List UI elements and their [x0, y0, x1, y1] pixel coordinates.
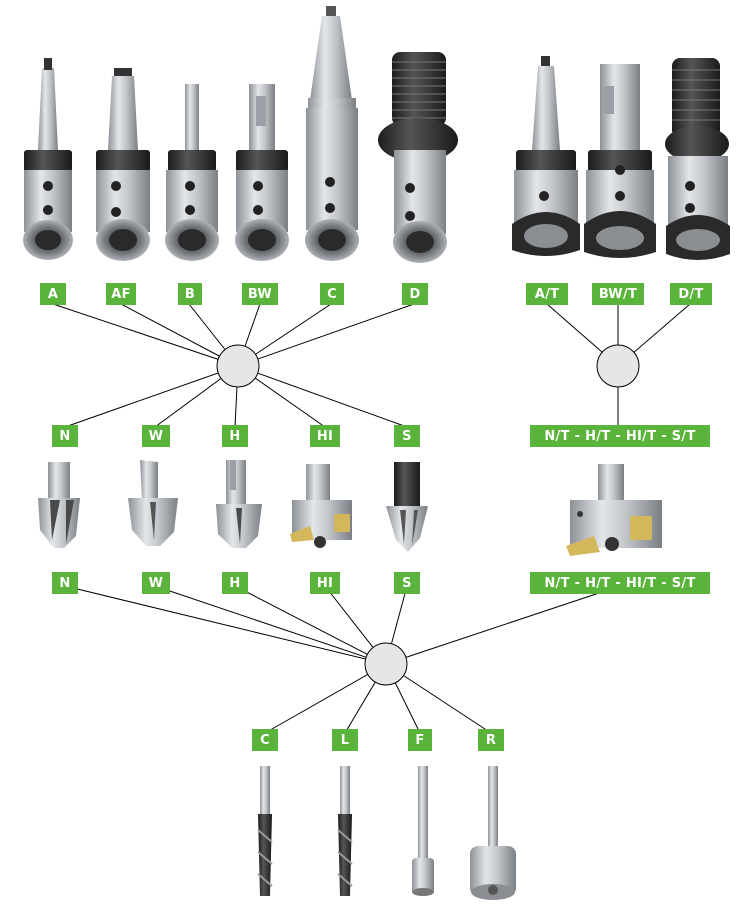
label-cutter-w-lower: W [142, 572, 170, 594]
label-cutter-n: N [52, 425, 78, 447]
adapter-bw-image [235, 84, 289, 261]
pilot-l-image [337, 766, 353, 896]
label-cutter-quick-change-lower: N/T - H/T - HI/T - S/T [530, 572, 710, 594]
cutter-hub [364, 642, 408, 686]
pilot-c-image [257, 766, 273, 896]
adapter-hub [216, 344, 260, 388]
label-cutter-s-lower: S [394, 572, 420, 594]
adapter-b-image [165, 84, 219, 261]
quick-change-hub [596, 344, 640, 388]
cutter-w-image [128, 460, 178, 546]
cutter-hi-image [290, 464, 352, 548]
label-pilot-l: L [332, 729, 358, 751]
pilot-r-image [470, 766, 516, 900]
label-adapter-b: B [178, 283, 202, 305]
adapter-a-image [23, 58, 73, 260]
adapter-at-image [512, 56, 580, 256]
pilot-f-image [412, 766, 434, 896]
label-adapter-bw: BW [242, 283, 278, 305]
label-pilot-f: F [408, 729, 432, 751]
label-cutter-n-lower: N [52, 572, 78, 594]
label-adapter-dt: D/T [670, 283, 712, 305]
adapter-dt-image [665, 58, 730, 260]
cutter-h-image [216, 460, 262, 548]
label-cutter-w: W [142, 425, 170, 447]
label-pilot-c: C [252, 729, 278, 751]
cutter-quick-change-image [566, 464, 662, 556]
adapter-c-image [305, 6, 359, 261]
label-cutter-h: H [222, 425, 248, 447]
label-pilot-r: R [478, 729, 504, 751]
adapter-d-image [378, 52, 458, 263]
cutter-n-image [38, 462, 80, 548]
label-adapter-bwt: BW/T [592, 283, 644, 305]
adapter-bwt-image [584, 64, 656, 258]
label-adapter-at: A/T [526, 283, 568, 305]
label-adapter-a: A [40, 283, 66, 305]
label-cutter-h-lower: H [222, 572, 248, 594]
label-cutter-hi-lower: HI [310, 572, 340, 594]
cutter-s-image [386, 462, 428, 552]
label-cutter-quick-change: N/T - H/T - HI/T - S/T [530, 425, 710, 447]
label-adapter-af: AF [106, 283, 136, 305]
label-cutter-s: S [394, 425, 420, 447]
label-cutter-hi: HI [310, 425, 340, 447]
label-adapter-d: D [402, 283, 428, 305]
adapter-af-image [96, 68, 150, 261]
label-adapter-c: C [320, 283, 344, 305]
